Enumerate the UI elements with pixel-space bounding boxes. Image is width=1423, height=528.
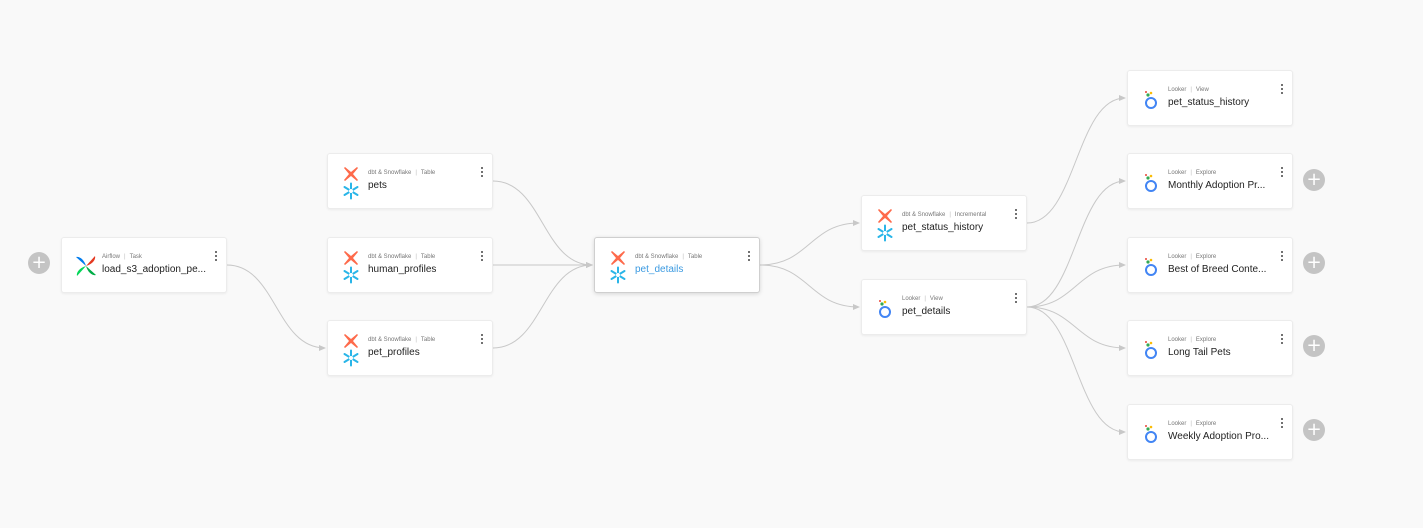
looker-icon xyxy=(1140,82,1166,116)
edge-pet_details_looker-to-weekly xyxy=(1026,306,1126,435)
expand-downstream-button[interactable]: + xyxy=(1303,252,1325,274)
edge-pet_status_history_dbt-to-pet_status_history_looker xyxy=(1026,95,1126,224)
node-type: Incremental xyxy=(954,212,987,218)
more-options-icon[interactable] xyxy=(1278,334,1286,348)
edge-load-to-pet_profiles xyxy=(226,264,326,351)
node-source: Looker xyxy=(1168,337,1187,343)
looker-icon xyxy=(1140,332,1166,366)
node-name: pet_profiles xyxy=(368,347,420,358)
node-name: Monthly Adoption Pr... xyxy=(1168,180,1266,191)
node-name: load_s3_adoption_pe... xyxy=(102,264,206,275)
node-type: Explore xyxy=(1195,421,1217,427)
node-best-of-breed[interactable]: Looker|Explore Best of Breed Conte... xyxy=(1127,237,1293,293)
dbt-snowflake-icon xyxy=(874,207,900,242)
node-source: Looker xyxy=(1168,254,1187,260)
dbt-snowflake-icon xyxy=(340,332,366,367)
expand-downstream-button[interactable]: + xyxy=(1303,335,1325,357)
more-options-icon[interactable] xyxy=(1278,167,1286,181)
more-options-icon[interactable] xyxy=(1278,251,1286,265)
node-weekly-adoption[interactable]: Looker|Explore Weekly Adoption Pro... xyxy=(1127,404,1293,460)
node-name: pet_details xyxy=(635,264,684,275)
edge-pet_details_looker-to-best xyxy=(1026,262,1126,308)
node-pet-profiles[interactable]: dbt & Snowflake|Table pet_profiles xyxy=(327,320,493,376)
node-source: Looker xyxy=(1168,421,1187,427)
dbt-snowflake-icon xyxy=(340,249,366,284)
dbt-snowflake-icon xyxy=(607,249,633,284)
node-monthly-adoption[interactable]: Looker|Explore Monthly Adoption Pr... xyxy=(1127,153,1293,209)
more-options-icon[interactable] xyxy=(745,251,753,265)
node-name: Long Tail Pets xyxy=(1168,347,1231,358)
more-options-icon[interactable] xyxy=(1278,418,1286,432)
node-pet-status-history-looker[interactable]: Looker|View pet_status_history xyxy=(1127,70,1293,126)
node-type: Table xyxy=(420,170,436,176)
node-source: dbt & Snowflake xyxy=(635,254,679,260)
node-name: pet_status_history xyxy=(902,222,984,233)
node-source: dbt & Snowflake xyxy=(368,170,412,176)
node-name: Weekly Adoption Pro... xyxy=(1168,431,1269,442)
node-type: Table xyxy=(687,254,703,260)
edge-pet_details_looker-to-monthly xyxy=(1026,178,1126,308)
expand-upstream-button[interactable]: + xyxy=(28,252,50,274)
node-human-profiles[interactable]: dbt & Snowflake|Table human_profiles xyxy=(327,237,493,293)
node-type: View xyxy=(929,296,943,302)
looker-icon xyxy=(1140,249,1166,283)
more-options-icon[interactable] xyxy=(1012,209,1020,223)
more-options-icon[interactable] xyxy=(478,334,486,348)
node-load-s3-adoption[interactable]: Airflow|Task load_s3_adoption_pe... xyxy=(61,237,227,293)
node-name: Best of Breed Conte... xyxy=(1168,264,1267,275)
expand-downstream-button[interactable]: + xyxy=(1303,169,1325,191)
node-source: Airflow xyxy=(102,254,121,260)
more-options-icon[interactable] xyxy=(478,167,486,181)
node-name: pet_details xyxy=(902,306,951,317)
airflow-icon xyxy=(74,249,100,283)
node-source: dbt & Snowflake xyxy=(902,212,946,218)
more-options-icon[interactable] xyxy=(212,251,220,265)
more-options-icon[interactable] xyxy=(1278,84,1286,98)
node-type: Explore xyxy=(1195,254,1217,260)
node-name: human_profiles xyxy=(368,264,437,275)
node-source: dbt & Snowflake xyxy=(368,337,412,343)
looker-icon xyxy=(1140,165,1166,199)
node-long-tail-pets[interactable]: Looker|Explore Long Tail Pets xyxy=(1127,320,1293,376)
node-type: Task xyxy=(129,254,142,260)
node-name: pets xyxy=(368,180,387,191)
node-pet-details-looker[interactable]: Looker|View pet_details xyxy=(861,279,1027,335)
node-source: Looker xyxy=(1168,170,1187,176)
dbt-snowflake-icon xyxy=(340,165,366,200)
looker-icon xyxy=(1140,416,1166,450)
looker-icon xyxy=(874,291,900,325)
edge-pet_details-to-pet_status_history_dbt xyxy=(759,220,860,266)
node-type: Explore xyxy=(1195,337,1217,343)
node-source: Looker xyxy=(1168,87,1187,93)
edge-pet_profiles-to-pet_details xyxy=(492,262,593,349)
node-pets[interactable]: dbt & Snowflake|Table pets xyxy=(327,153,493,209)
edge-pets-to-pet_details xyxy=(492,180,593,268)
node-source: dbt & Snowflake xyxy=(368,254,412,260)
node-type: Table xyxy=(420,254,436,260)
edge-pet_details-to-pet_details_looker xyxy=(759,264,860,310)
node-name: pet_status_history xyxy=(1168,97,1250,108)
edge-pet_details_looker-to-longtail xyxy=(1026,306,1126,351)
expand-downstream-button[interactable]: + xyxy=(1303,419,1325,441)
node-pet-details-selected[interactable]: dbt & Snowflake|Table pet_details xyxy=(594,237,760,293)
more-options-icon[interactable] xyxy=(1012,293,1020,307)
node-type: View xyxy=(1195,87,1209,93)
node-type: Table xyxy=(420,337,436,343)
node-type: Explore xyxy=(1195,170,1217,176)
node-source: Looker xyxy=(902,296,921,302)
node-pet-status-history-dbt[interactable]: dbt & Snowflake|Incremental pet_status_h… xyxy=(861,195,1027,251)
more-options-icon[interactable] xyxy=(478,251,486,265)
